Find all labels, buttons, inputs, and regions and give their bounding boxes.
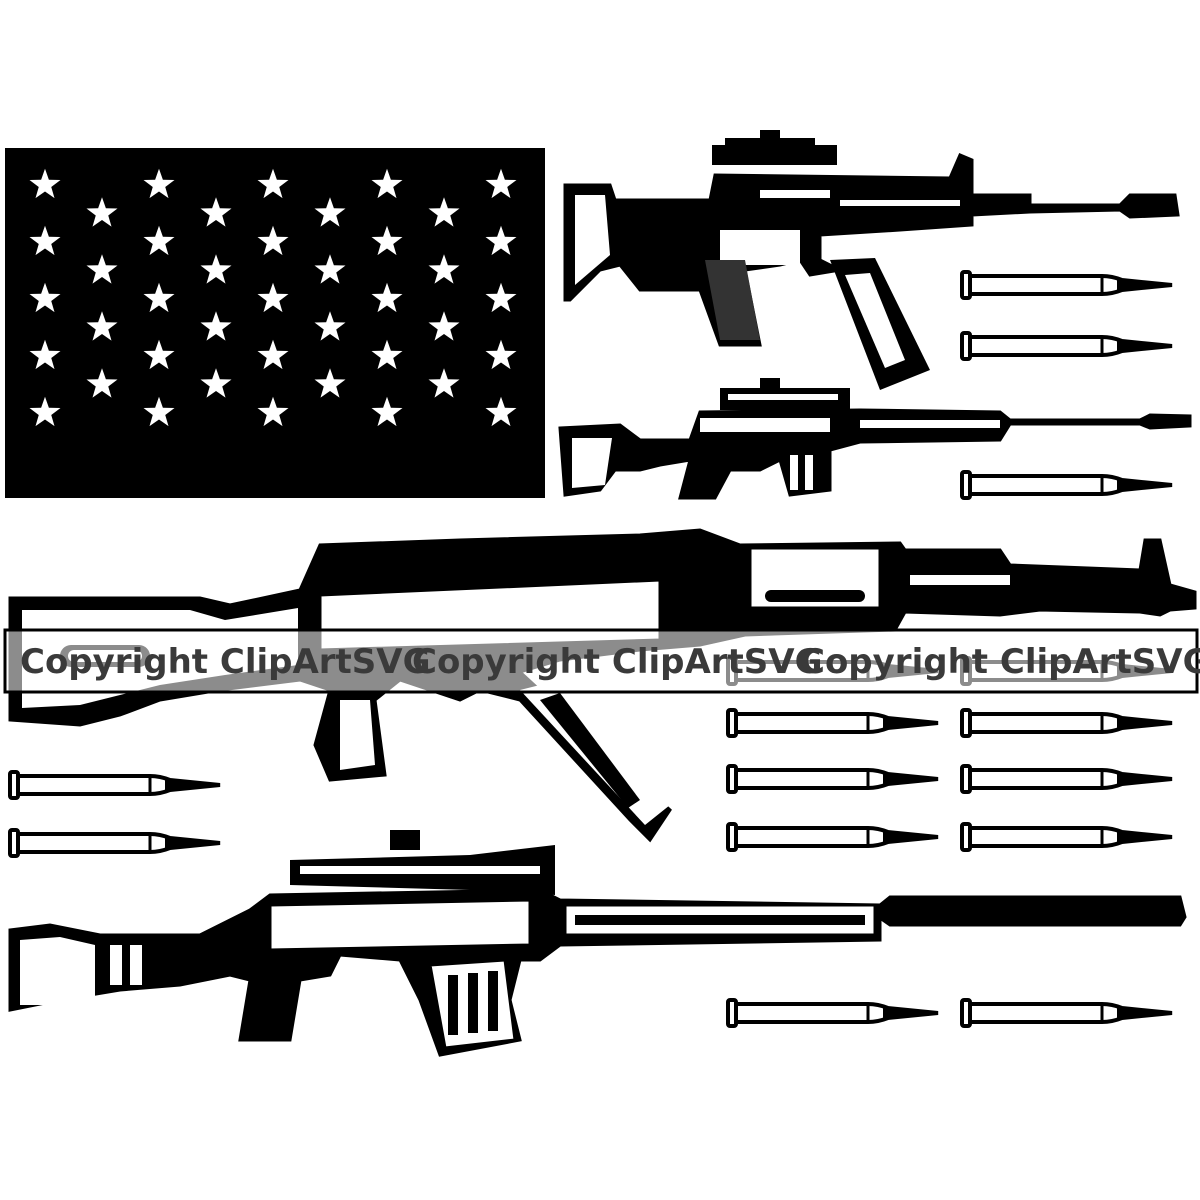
- star-field: [5, 148, 545, 498]
- bullet-icon: [8, 770, 222, 800]
- watermark-band: Copyright ClipArtSVG Copyright ClipArtSV…: [3, 628, 1200, 694]
- watermark-text-1: Copyright ClipArtSVG: [20, 642, 431, 682]
- bullet-icon: [960, 998, 1174, 1028]
- bullet-icon: [726, 764, 940, 794]
- bullet-icon: [960, 270, 1174, 300]
- bullet-icon: [726, 998, 940, 1028]
- bullet-icon: [726, 822, 940, 852]
- bullet-icon: [960, 470, 1174, 500]
- bullet-icon: [960, 822, 1174, 852]
- bullet-icon: [960, 331, 1174, 361]
- tactical-rifle-icon: [563, 130, 1180, 390]
- bullet-icon: [726, 708, 940, 738]
- watermark-text-3: Copyright ClipArtSVG: [800, 642, 1200, 682]
- bullet-icon: [960, 764, 1174, 794]
- watermark-text-2: Copyright ClipArtSVG: [412, 642, 823, 682]
- bullet-icon: [8, 828, 222, 858]
- bullet-icon: [960, 708, 1174, 738]
- sniper-rifle-icon: [8, 830, 1187, 1057]
- semi-auto-rifle-icon: [558, 378, 1192, 500]
